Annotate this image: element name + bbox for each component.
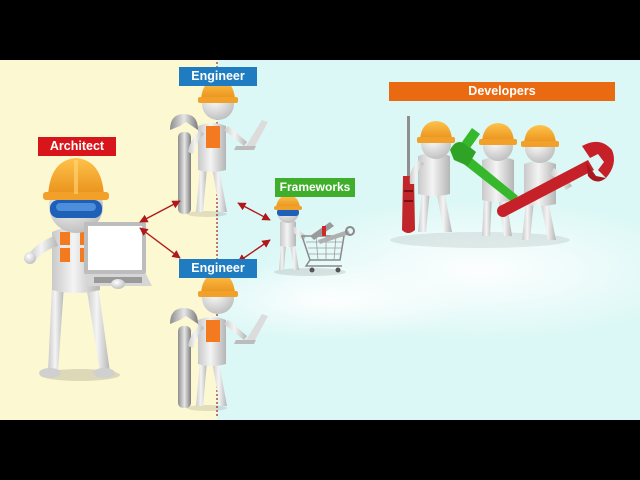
goggles-icon — [277, 209, 299, 216]
frameworks-figure — [274, 195, 355, 276]
hard-hat-icon — [276, 195, 300, 208]
arrow-architect-engineer-top — [139, 200, 181, 223]
screwdriver-icon — [402, 116, 415, 233]
wrench-icon — [497, 141, 614, 217]
arrow-architect-engineer-bottom — [139, 227, 181, 259]
arrow-engineer-top-frameworks — [237, 202, 271, 221]
engineer-bottom-label: Engineer — [179, 259, 257, 278]
developers-group — [390, 116, 614, 248]
architect-figure — [24, 158, 152, 381]
hard-hat-icon — [524, 125, 556, 144]
wrench-icon — [170, 308, 198, 408]
hammer-icon — [450, 128, 518, 202]
connection-arrows — [139, 200, 271, 263]
laptop-icon — [84, 222, 152, 286]
engineer-top-label: Engineer — [179, 67, 257, 86]
letterbox-bottom — [0, 420, 640, 480]
hard-hat-icon — [482, 123, 514, 142]
frameworks-label: Frameworks — [275, 178, 355, 197]
wrench-icon — [170, 114, 198, 214]
architect-label: Architect — [38, 137, 116, 156]
arrow-engineer-bottom-frameworks — [237, 239, 271, 263]
laptop-icon — [234, 120, 268, 150]
laptop-icon — [234, 314, 268, 344]
hard-hat-icon — [201, 273, 235, 294]
engineer-bottom-figure — [170, 273, 268, 411]
letterbox-top — [0, 0, 640, 60]
shopping-cart-icon — [300, 222, 355, 273]
developers-label: Developers — [389, 82, 615, 101]
hard-hat-icon — [420, 121, 452, 140]
